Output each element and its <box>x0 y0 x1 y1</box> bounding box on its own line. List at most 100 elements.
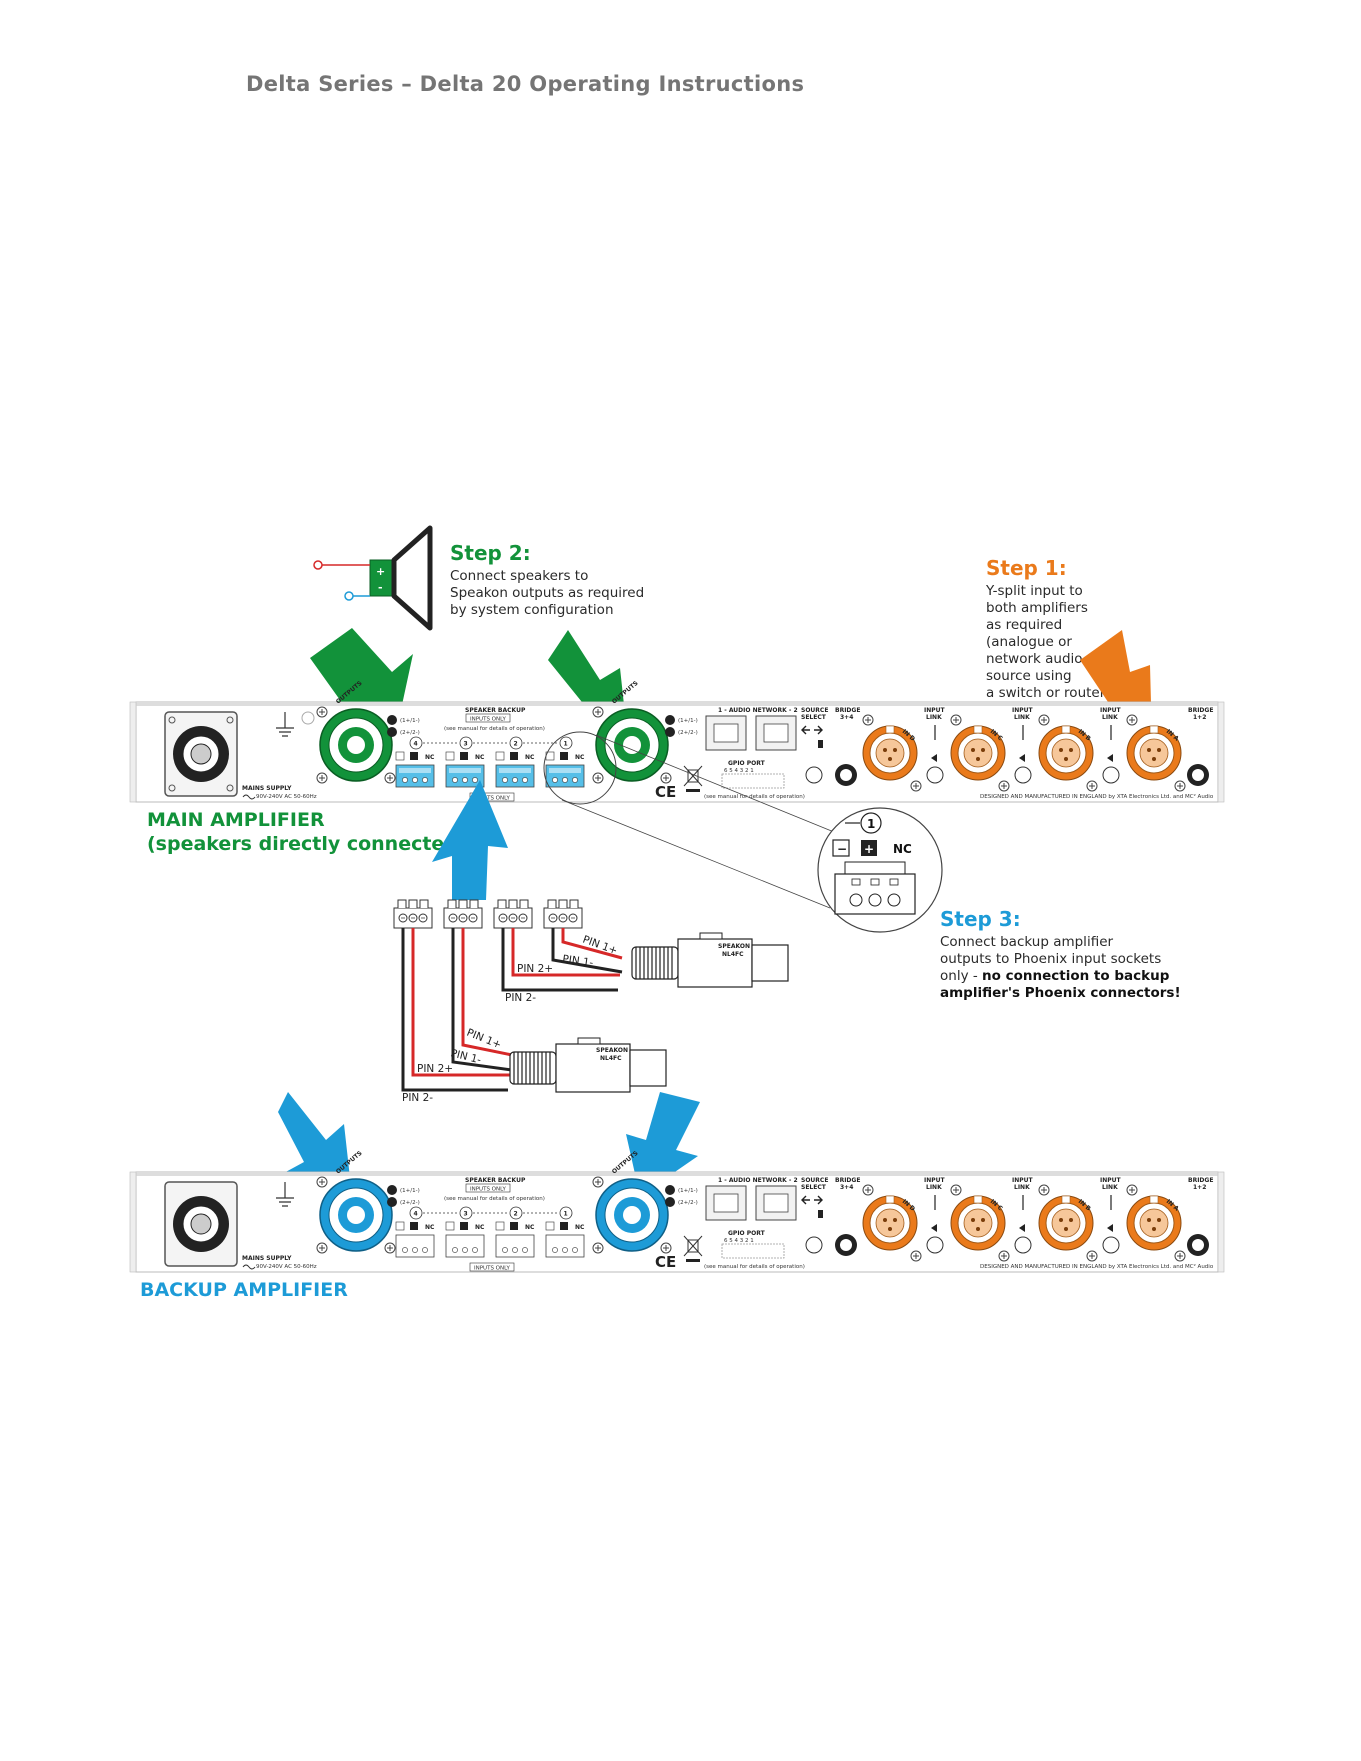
inputs-only-top: INPUTS ONLY <box>470 1187 506 1193</box>
see-manual-backup: (see manual for details of operation) <box>444 1196 545 1202</box>
input-link-label-2: LINK <box>1102 714 1118 721</box>
step1-line-3: as required <box>986 617 1062 633</box>
designed-manufactured: DESIGNED AND MANUFACTURED IN ENGLAND by … <box>980 1263 1214 1270</box>
step1-line-1: Y-split input to <box>985 583 1083 599</box>
callout-nc: NC <box>893 842 912 856</box>
callout-channel: 1 <box>867 817 875 831</box>
weee-bin-icon <box>683 765 703 792</box>
channel-number: 1 <box>564 741 568 748</box>
ground-icon <box>276 1182 294 1207</box>
gpio-pins-label: 6 5 4 3 2 1 <box>724 768 754 774</box>
out-left-line1: (1+/1-) <box>400 1188 420 1194</box>
channel-2-badge <box>665 1197 675 1207</box>
ce-mark: CE <box>655 783 676 801</box>
gpio-see-manual: (see manual for details of operation) <box>704 1264 805 1270</box>
channel-number: 3 <box>464 1211 468 1218</box>
speakon-output-right <box>592 706 672 784</box>
step1-title: Step 1: <box>986 556 1067 580</box>
nc-label: NC <box>425 754 435 761</box>
callout-plus: + <box>864 842 874 856</box>
input-link-label-1: INPUT <box>1100 707 1122 714</box>
bridge12-label-2: 1+2 <box>1193 1184 1206 1191</box>
step3-line-3-prefix: only - <box>940 968 982 984</box>
blue-arrow-right <box>626 1092 700 1196</box>
channel-number: 2 <box>514 741 518 748</box>
channel-4-badge <box>387 1197 397 1207</box>
out-right-line1: (1+/1-) <box>678 1188 698 1194</box>
phoenix-sockets-backup: NC NC NC NC <box>395 1221 585 1258</box>
pin-1-minus-upper: PIN 1- <box>562 953 595 969</box>
ground-icon <box>276 712 294 737</box>
step3-line-4: amplifier's Phoenix connectors! <box>940 985 1181 1001</box>
step2-line-3: by system configuration <box>450 602 614 618</box>
nc-label: NC <box>575 1224 585 1231</box>
step1-line-4: (analogue or <box>986 634 1072 650</box>
channel-1-badge <box>665 715 675 725</box>
pin-1-plus-upper: PIN 1+ <box>581 934 619 958</box>
pin-2-plus-upper: PIN 2+ <box>517 963 553 975</box>
out-right-line2: (2+/2-) <box>678 730 698 736</box>
phoenix-sockets-main: NC NC NC NC <box>395 751 585 788</box>
backup-channel-numbers: 4 3 2 1 <box>409 1206 573 1220</box>
mains-rating-label: 90V-240V AC 50-60Hz <box>256 794 317 800</box>
input-link-label-2: LINK <box>1014 1184 1030 1191</box>
backup-amplifier-panel: MAINS SUPPLY 90V-240V AC 50-60Hz OUTPUTS… <box>129 1150 1225 1273</box>
channel-3-badge <box>387 1185 397 1195</box>
out-right-line1: (1+/1-) <box>678 718 698 724</box>
channel-1-badge <box>665 1185 675 1195</box>
panel-mount-hole <box>301 711 315 725</box>
see-manual-backup: (see manual for details of operation) <box>444 726 545 732</box>
speaker-backup-label: SPEAKER BACKUP <box>465 1177 526 1184</box>
mains-connector <box>164 1181 238 1267</box>
mains-supply-label: MAINS SUPPLY <box>242 785 292 792</box>
gpio-pins-label: 6 5 4 3 2 1 <box>724 1238 754 1244</box>
mains-rating-label: 90V-240V AC 50-60Hz <box>256 1264 317 1270</box>
speaker-backup-label: SPEAKER BACKUP <box>465 707 526 714</box>
backup-amplifier-label: BACKUP AMPLIFIER <box>140 1279 348 1301</box>
ac-wave-icon <box>242 1264 256 1270</box>
source-select-label-1: SOURCE <box>801 1177 828 1184</box>
input-link-label-1: INPUT <box>1100 1177 1122 1184</box>
input-link-button <box>1102 1236 1120 1254</box>
channel-number: 3 <box>464 741 468 748</box>
channel-2-badge <box>665 727 675 737</box>
designed-manufactured: DESIGNED AND MANUFACTURED IN ENGLAND by … <box>980 793 1214 800</box>
out-left-line1: (1+/1-) <box>400 718 420 724</box>
backup-channel-numbers: 4 3 2 1 <box>409 736 573 750</box>
input-link-button <box>1014 1236 1032 1254</box>
source-select-arrows <box>801 725 823 735</box>
gpio-port-label: GPIO PORT <box>728 760 766 767</box>
speakon-output-right <box>592 1176 672 1254</box>
input-link-label-1: INPUT <box>1012 707 1034 714</box>
pin-2-plus-lower: PIN 2+ <box>417 1063 453 1075</box>
source-select-label-1: SOURCE <box>801 707 828 714</box>
nc-label: NC <box>475 1224 485 1231</box>
step3-line-2: outputs to Phoenix input sockets <box>940 951 1161 967</box>
step2-line-2: Speakon outputs as required <box>450 585 644 601</box>
pin-2-minus-lower: PIN 2- <box>402 1092 433 1104</box>
channel-number: 2 <box>514 1211 518 1218</box>
source-select-arrows <box>801 1195 823 1205</box>
ce-mark: CE <box>655 1253 676 1271</box>
input-link-button <box>1102 766 1120 784</box>
nc-label: NC <box>475 754 485 761</box>
step1-line-2: both amplifiers <box>986 600 1088 616</box>
nc-label: NC <box>525 1224 535 1231</box>
input-link-label-2: LINK <box>1102 1184 1118 1191</box>
source-select-button <box>805 766 823 784</box>
main-amplifier-sublabel: (speakers directly connected) <box>147 833 467 855</box>
inputs-only-bottom: INPUTS ONLY <box>474 796 510 802</box>
input-link-label-2: LINK <box>926 1184 942 1191</box>
step3-line-3: only - no connection to backup <box>940 968 1170 984</box>
input-link-label-1: INPUT <box>924 707 946 714</box>
step1-line-6: source using <box>986 668 1072 684</box>
out-left-line2: (2+/2-) <box>400 730 420 736</box>
blue-arrow-up <box>432 780 508 900</box>
input-link-button <box>926 766 944 784</box>
nc-label: NC <box>425 1224 435 1231</box>
gpio-see-manual: (see manual for details of operation) <box>704 794 805 800</box>
bridge12-label-1: BRIDGE <box>1188 1177 1213 1184</box>
audio-network-label: 1 - AUDIO NETWORK - 2 <box>718 1177 798 1184</box>
blue-arrow-left <box>278 1092 352 1196</box>
